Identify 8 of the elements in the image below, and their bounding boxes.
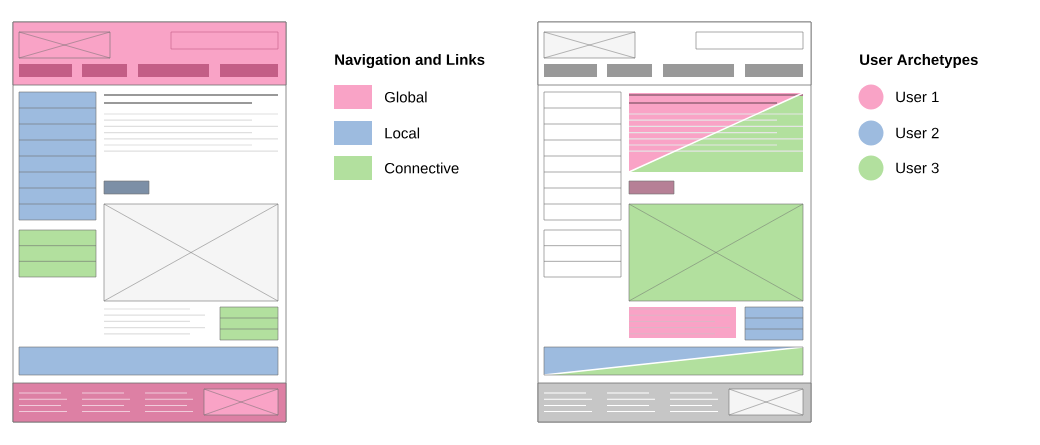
- legend-label: Local: [385, 127, 420, 139]
- legend-label: User 3: [896, 162, 939, 174]
- legend-label: Connective: [385, 162, 459, 174]
- legend-heading: Navigation and Links: [335, 54, 485, 69]
- legend-label: User 2: [896, 127, 939, 139]
- legend-heading: User Archetypes: [860, 54, 978, 68]
- legend-label: User 1: [896, 91, 939, 103]
- legend-label: Global: [384, 91, 427, 103]
